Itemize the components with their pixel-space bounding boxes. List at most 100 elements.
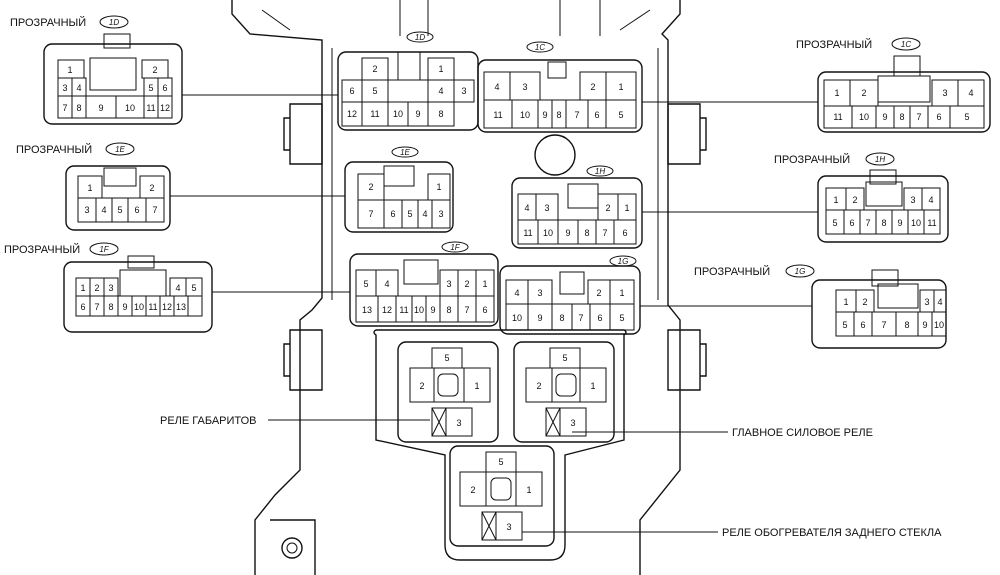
pin: 4	[422, 209, 427, 219]
connector-tag: 1C	[535, 43, 545, 52]
pin: 8	[899, 112, 904, 122]
pin: 7	[881, 320, 886, 330]
pin: 5	[148, 83, 153, 93]
connector-1d-view: ПРОЗРАЧНЫЙ 1D 1 2 3 4 5 6 7 8 9 10 11 12	[10, 15, 183, 125]
pin: 3	[438, 209, 443, 219]
pin: 11	[493, 110, 502, 120]
connector-1c-view: ПРОЗРАЧНЫЙ 1C 1 2 3 4 11 10 9 8 7 6 5	[796, 37, 991, 133]
pin: 3	[84, 205, 89, 215]
pin: 12	[382, 305, 392, 315]
label-relay-main: ГЛАВНОЕ СИЛОВОЕ РЕЛЕ	[732, 427, 873, 439]
connector-tag: 1H	[595, 167, 605, 176]
label-transparent: ПРОЗРАЧНЫЙ	[16, 143, 92, 156]
pin: 1	[619, 288, 624, 298]
connector-1c-body: 4 3 2 1 11 10 9 8 7 6 5 1C	[477, 41, 643, 133]
pin: 7	[94, 302, 99, 312]
pin: 6	[936, 112, 941, 122]
pin: 1	[833, 195, 838, 205]
pin: 6	[849, 218, 854, 228]
pin: 7	[602, 228, 607, 238]
pin: 5	[964, 112, 969, 122]
connector-tag: 1D	[109, 18, 119, 27]
pin: 5	[191, 283, 196, 293]
pin: 9	[430, 305, 435, 315]
pin: 1	[624, 203, 629, 213]
pin: 3	[537, 288, 542, 298]
pin: 9	[882, 112, 887, 122]
pin: 2	[94, 283, 99, 293]
pin: 6	[162, 83, 167, 93]
relay-parking: 5 2 1 3	[397, 341, 499, 443]
pin: 4	[514, 288, 519, 298]
pin: 10	[414, 305, 424, 315]
pin: 4	[175, 283, 180, 293]
relay-rear-heater: 5 2 1 3	[449, 445, 555, 547]
pin: 10	[859, 112, 869, 122]
pin: 2	[536, 381, 541, 391]
pin: 5	[832, 218, 837, 228]
pin: 11	[523, 228, 532, 238]
pin: 8	[584, 228, 589, 238]
pin: 2	[368, 182, 373, 192]
pin: 8	[904, 320, 909, 330]
pin: 6	[349, 86, 354, 96]
pin: 7	[574, 110, 579, 120]
pin: 8	[108, 302, 113, 312]
pin: 5	[363, 279, 368, 289]
pin: 9	[922, 320, 927, 330]
pin: 1	[526, 485, 531, 495]
pin: 1	[67, 65, 72, 75]
pin: 10	[543, 228, 553, 238]
pin: 6	[482, 305, 487, 315]
connector-tag: 1F	[99, 245, 109, 254]
pin: 9	[122, 302, 127, 312]
pin: 2	[470, 485, 475, 495]
pin: 7	[916, 112, 921, 122]
pin: 5	[498, 457, 503, 467]
pin: 3	[570, 418, 575, 428]
pin: 3	[924, 297, 929, 307]
connector-1f-view: ПРОЗРАЧНЫЙ 1F 1 2 3 4 5 6 7 8 9 10 11 12…	[4, 242, 213, 333]
pin: 9	[542, 110, 547, 120]
pin: 4	[494, 82, 499, 92]
pin: 4	[438, 86, 443, 96]
connector-1d-body: 2 1 6 5 4 3 12 11 10 9 8 1D	[337, 31, 479, 131]
pin: 1	[438, 64, 443, 74]
pin: 13	[176, 302, 186, 312]
pin: 4	[937, 297, 942, 307]
pin: 9	[565, 228, 570, 238]
label-transparent: ПРОЗРАЧНЫЙ	[774, 153, 850, 166]
pin: 4	[101, 205, 106, 215]
pin: 4	[928, 195, 933, 205]
pin: 11	[399, 305, 408, 315]
pin: 3	[108, 283, 113, 293]
pin: 1	[618, 82, 623, 92]
label-transparent: ПРОЗРАЧНЫЙ	[694, 265, 770, 278]
pin: 2	[464, 279, 469, 289]
pin: 5	[117, 205, 122, 215]
pin: 10	[512, 313, 522, 323]
pin: 2	[862, 297, 867, 307]
pin: 7	[368, 209, 373, 219]
pin: 6	[594, 110, 599, 120]
pin: 1	[482, 279, 487, 289]
connector-tag: 1D	[415, 33, 425, 42]
pin: 2	[861, 88, 866, 98]
connector-1g-body: 4 3 2 1 10 9 8 7 6 5 1G	[499, 255, 641, 335]
label-relay-parking: РЕЛЕ ГАБАРИТОВ	[160, 415, 257, 427]
pin: 1	[87, 183, 92, 193]
connector-tag: 1E	[400, 148, 410, 157]
pin: 4	[76, 83, 81, 93]
pin: 10	[911, 218, 921, 228]
pin: 7	[464, 305, 469, 315]
pin: 8	[438, 109, 443, 119]
pin: 5	[444, 353, 449, 363]
connector-1h-view: ПРОЗРАЧНЫЙ 1H 1 2 3 4 5 6 7 8 9 10 11	[774, 152, 949, 243]
pin: 8	[76, 103, 81, 113]
pin: 8	[556, 110, 561, 120]
pin: 1	[834, 88, 839, 98]
pin: 7	[62, 103, 67, 113]
pin: 10	[134, 302, 144, 312]
pin: 8	[559, 313, 564, 323]
pin: 10	[125, 103, 135, 113]
